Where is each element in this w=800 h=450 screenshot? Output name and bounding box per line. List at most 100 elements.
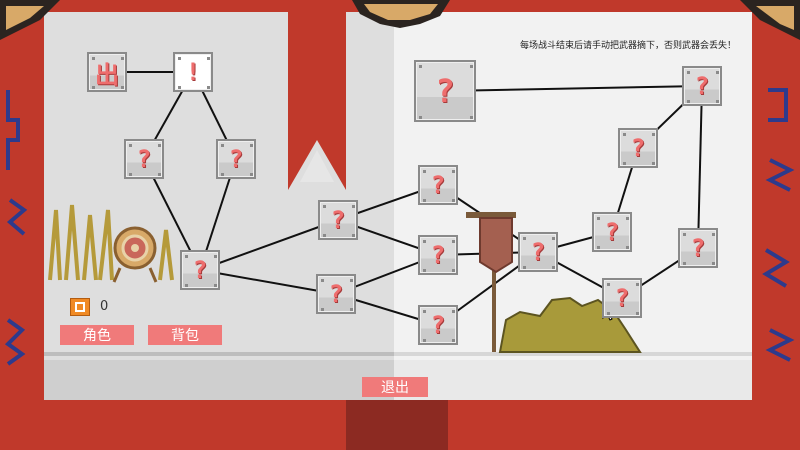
- question-mark-icon: ?: [192, 256, 208, 284]
- bolt-decoration: [92, 86, 95, 89]
- bolt-decoration: [221, 173, 224, 176]
- map-connection-line: [444, 85, 703, 92]
- bolt-decoration: [121, 86, 124, 89]
- map-node-r9[interactable]: ?: [678, 228, 718, 268]
- map-node-m2[interactable]: ?: [316, 274, 356, 314]
- bolt-decoration: [470, 65, 473, 68]
- target-icon: [48, 204, 174, 283]
- bolt-decoration: [623, 162, 626, 165]
- question-mark-icon: ?: [430, 171, 446, 199]
- question-mark-icon: ?: [694, 72, 710, 100]
- bolt-decoration: [683, 262, 686, 265]
- bolt-decoration: [423, 199, 426, 202]
- map-connection-line: [697, 85, 703, 249]
- bolt-decoration: [597, 246, 600, 249]
- bolt-decoration: [321, 279, 324, 282]
- bolt-decoration: [626, 217, 629, 220]
- bolt-decoration: [214, 284, 217, 287]
- frame-pattern: [4, 88, 795, 366]
- bolt-decoration: [623, 133, 626, 136]
- map-node-r8[interactable]: ?: [682, 66, 722, 106]
- map-node-r6[interactable]: ?: [602, 278, 642, 318]
- bolt-decoration: [419, 116, 422, 119]
- map-node-r5[interactable]: ?: [592, 212, 632, 252]
- bolt-decoration: [712, 262, 715, 265]
- bolt-decoration: [552, 237, 555, 240]
- bolt-decoration: [178, 57, 181, 60]
- bolt-decoration: [121, 57, 124, 60]
- exit-button[interactable]: 退出: [362, 377, 428, 397]
- left-page-floor: [44, 360, 394, 400]
- bolt-decoration: [207, 86, 210, 89]
- bolt-decoration: [92, 57, 95, 60]
- bolt-decoration: [185, 284, 188, 287]
- question-mark-icon: ?: [690, 234, 706, 262]
- map-node-r1[interactable]: ?: [418, 165, 458, 205]
- bolt-decoration: [523, 237, 526, 240]
- question-mark-icon: ?: [328, 280, 344, 308]
- bolt-decoration: [716, 100, 719, 103]
- coin-count: 0: [100, 299, 109, 314]
- bolt-decoration: [158, 173, 161, 176]
- bolt-decoration: [352, 205, 355, 208]
- question-mark-icon: ?: [228, 145, 244, 173]
- bolt-decoration: [423, 310, 426, 313]
- bolt-decoration: [712, 233, 715, 236]
- bolt-decoration: [626, 246, 629, 249]
- question-mark-icon: ?: [530, 238, 546, 266]
- map-node-r4[interactable]: ?: [518, 232, 558, 272]
- bolt-decoration: [683, 233, 686, 236]
- map-node-big[interactable]: ?: [414, 60, 476, 122]
- map-node-m1[interactable]: ?: [318, 200, 358, 240]
- bolt-decoration: [470, 116, 473, 119]
- map-node-r2[interactable]: ?: [418, 235, 458, 275]
- map-node-l1[interactable]: ?: [124, 139, 164, 179]
- character-button[interactable]: 角色: [60, 325, 134, 345]
- start-icon: 出: [95, 60, 119, 89]
- bolt-decoration: [423, 339, 426, 342]
- question-mark-icon: ?: [430, 241, 446, 269]
- bolt-decoration: [452, 339, 455, 342]
- map-node-l3[interactable]: ?: [180, 250, 220, 290]
- bolt-decoration: [452, 199, 455, 202]
- question-mark-icon: ?: [430, 311, 446, 339]
- map-node-r3[interactable]: ?: [418, 305, 458, 345]
- question-mark-icon: ?: [435, 72, 455, 110]
- question-mark-icon: ?: [614, 284, 630, 312]
- map-connection-line: [199, 269, 337, 295]
- bolt-decoration: [687, 71, 690, 74]
- alert-icon: !: [185, 58, 201, 86]
- book-spine: [346, 400, 448, 450]
- bolt-decoration: [523, 266, 526, 269]
- bolt-decoration: [652, 162, 655, 165]
- bolt-decoration: [452, 310, 455, 313]
- bolt-decoration: [321, 308, 324, 311]
- map-connection-line: [199, 219, 339, 271]
- map-node-r7[interactable]: ?: [618, 128, 658, 168]
- map-node-start[interactable]: 出: [87, 52, 127, 92]
- bolt-decoration: [636, 283, 639, 286]
- bolt-decoration: [250, 173, 253, 176]
- bolt-decoration: [716, 71, 719, 74]
- notice-text: 每场战斗结束后请手动把武器摘下，否则武器会丢失！: [520, 41, 737, 51]
- question-mark-icon: ?: [330, 206, 346, 234]
- bolt-decoration: [423, 170, 426, 173]
- bolt-decoration: [350, 279, 353, 282]
- bolt-decoration: [129, 173, 132, 176]
- bolt-decoration: [207, 57, 210, 60]
- book-corner-decorations: [0, 0, 800, 40]
- bolt-decoration: [687, 100, 690, 103]
- bolt-decoration: [419, 65, 422, 68]
- bag-button[interactable]: 背包: [148, 325, 222, 345]
- bolt-decoration: [221, 144, 224, 147]
- bolt-decoration: [214, 255, 217, 258]
- map-node-top[interactable]: !: [173, 52, 213, 92]
- bolt-decoration: [636, 312, 639, 315]
- bolt-decoration: [452, 240, 455, 243]
- ribbon-bookmark: [288, 0, 346, 190]
- map-node-l2[interactable]: ?: [216, 139, 256, 179]
- bolt-decoration: [178, 86, 181, 89]
- bolt-decoration: [250, 144, 253, 147]
